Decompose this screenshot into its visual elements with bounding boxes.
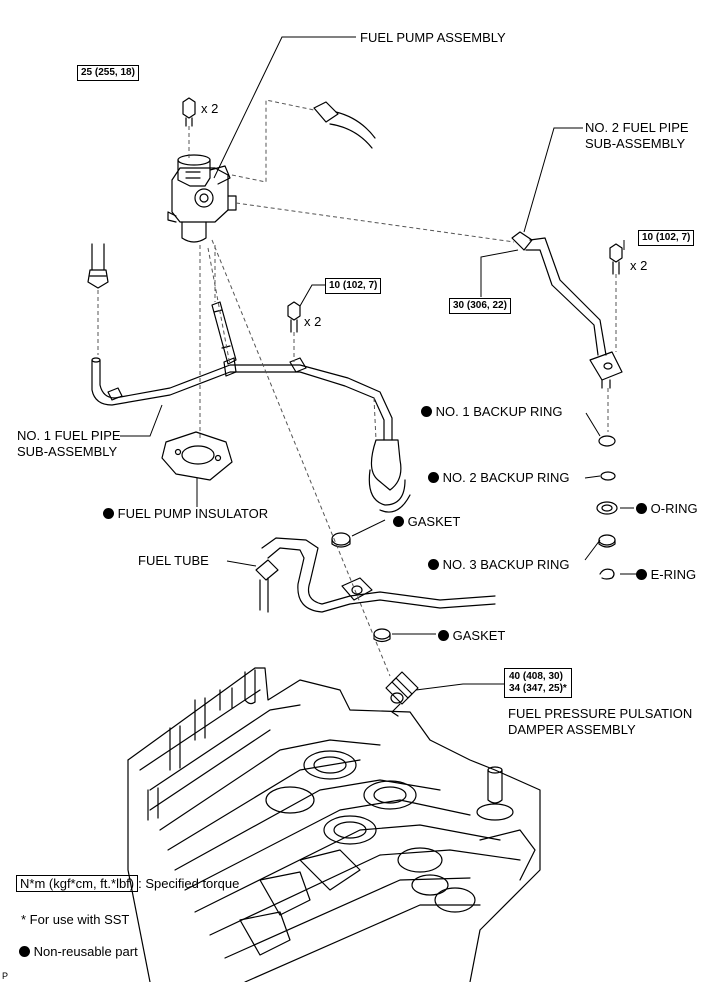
no3-backup-ring-drawing [598, 534, 616, 548]
label-fuel-pump-insulator: FUEL PUMP INSULATOR [103, 506, 268, 522]
label-o-ring: O-RING [636, 501, 698, 517]
fuel-pump-insulator-text: FUEL PUMP INSULATOR [117, 506, 269, 521]
non-reusable-bullet-icon [393, 516, 404, 527]
gasket-lower-drawing [373, 628, 391, 643]
qty-pipe1-bolt: x 2 [304, 314, 322, 329]
no1-backup-ring-drawing [598, 435, 616, 447]
label-no1-fuel-pipe-line2: SUB-ASSEMBLY [17, 444, 118, 459]
no1-backup-ring-text: NO. 1 BACKUP RING [435, 404, 563, 419]
label-fuel-pump-assembly: FUEL PUMP ASSEMBLY [360, 30, 506, 45]
label-no2-fuel-pipe-line1: NO. 2 FUEL PIPE [585, 120, 689, 135]
fuel-tube-drawing [255, 537, 496, 613]
legend-torque: N*m (kgf*cm, ft.*lbf): Specified torque [16, 875, 240, 892]
gasket-upper-text: GASKET [407, 514, 461, 529]
legend-torque-key: N*m (kgf*cm, ft.*lbf) [16, 875, 139, 892]
label-gasket-lower: GASKET [438, 628, 505, 644]
label-no1-backup-ring: NO. 1 BACKUP RING [421, 404, 563, 420]
no2-backup-ring-text: NO. 2 BACKUP RING [442, 470, 570, 485]
fuel-pump-assembly-drawing [167, 154, 237, 243]
fuel-hose-top [313, 101, 376, 149]
torque-damper-line2: 34 (347, 25)* [509, 683, 567, 694]
pipe-connector-rod [211, 301, 237, 365]
gasket-lower-text: GASKET [452, 628, 506, 643]
torque-box-pipe1-bolt: 10 (102, 7) [325, 278, 382, 294]
gasket-upper-drawing [331, 532, 351, 548]
e-ring-drawing [599, 568, 615, 580]
label-fuel-tube: FUEL TUBE [138, 553, 209, 568]
pump-bolt [182, 97, 196, 127]
non-reusable-bullet-icon [103, 508, 114, 519]
fuel-pressure-pulsation-damper-drawing [385, 671, 419, 717]
no1-fuel-pipe-drawing [91, 357, 411, 513]
e-ring-text: E-RING [650, 567, 697, 582]
non-reusable-bullet-icon [19, 946, 30, 957]
label-no2-fuel-pipe-line2: SUB-ASSEMBLY [585, 136, 686, 151]
label-no2-backup-ring: NO. 2 BACKUP RING [428, 470, 570, 486]
leader-lines [120, 36, 636, 691]
alignment-lines [97, 99, 617, 677]
engine-cylinder-head [127, 667, 541, 982]
legend-sst-note: * For use with SST [21, 912, 130, 927]
non-reusable-bullet-icon [421, 406, 432, 417]
no3-backup-ring-text: NO. 3 BACKUP RING [442, 557, 570, 572]
torque-box-pipe2-union: 30 (306, 22) [449, 298, 511, 314]
non-reusable-bullet-icon [428, 559, 439, 570]
legend-non-reusable: Non-reusable part [19, 944, 138, 960]
o-ring-drawing [596, 501, 618, 515]
qty-pump-bolt: x 2 [201, 101, 219, 116]
pipe1-bolt [287, 301, 301, 333]
legend-non-reusable-text: Non-reusable part [33, 944, 138, 959]
label-damper-line1: FUEL PRESSURE PULSATION [508, 706, 693, 721]
corner-mark: P [2, 971, 9, 981]
non-reusable-bullet-icon [428, 472, 439, 483]
non-reusable-bullet-icon [636, 503, 647, 514]
label-no1-fuel-pipe-line1: NO. 1 FUEL PIPE [17, 428, 121, 443]
no2-fuel-pipe-drawing [511, 231, 623, 389]
o-ring-text: O-RING [650, 501, 698, 516]
fuel-inlet-hose [87, 243, 109, 289]
label-no3-backup-ring: NO. 3 BACKUP RING [428, 557, 570, 573]
label-e-ring: E-RING [636, 567, 696, 583]
fuel-pump-insulator-drawing [161, 431, 233, 481]
label-damper-line2: DAMPER ASSEMBLY [508, 722, 636, 737]
label-gasket-upper: GASKET [393, 514, 460, 530]
pipe2-bolt [609, 243, 623, 275]
torque-damper-line1: 40 (408, 30) [509, 671, 563, 682]
non-reusable-bullet-icon [636, 569, 647, 580]
torque-box-damper: 40 (408, 30) 34 (347, 25)* [504, 668, 572, 698]
torque-box-pipe2-bolt: 10 (102, 7) [638, 230, 695, 246]
non-reusable-bullet-icon [438, 630, 449, 641]
no2-backup-ring-drawing [600, 471, 616, 481]
qty-pipe2-bolt: x 2 [630, 258, 648, 273]
legend-torque-desc: : Specified torque [138, 876, 240, 891]
torque-box-pump-bolt: 25 (255, 18) [77, 65, 139, 81]
